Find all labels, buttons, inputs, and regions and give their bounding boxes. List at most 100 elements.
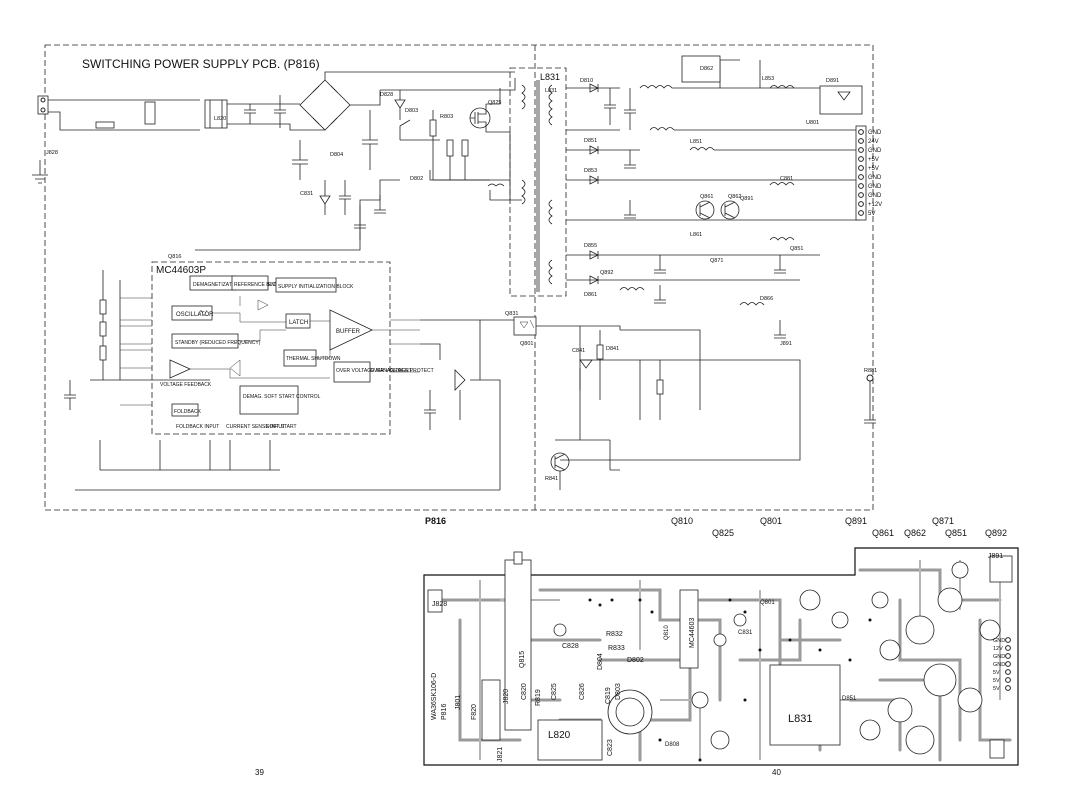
svg-text:DEMAG. SOFT START CONTROL: DEMAG. SOFT START CONTROL xyxy=(243,394,321,400)
svg-text:GND: GND xyxy=(868,148,882,154)
svg-text:C831: C831 xyxy=(300,191,313,197)
svg-text:Q851: Q851 xyxy=(790,246,803,252)
svg-text:C826: C826 xyxy=(579,683,586,700)
svg-text:L820: L820 xyxy=(214,116,226,122)
svg-text:D851: D851 xyxy=(842,696,857,702)
svg-text:Q861: Q861 xyxy=(700,194,713,200)
svg-text:D841: D841 xyxy=(606,346,619,352)
svg-text:CURRENT SENSE INPUT: CURRENT SENSE INPUT xyxy=(226,424,285,430)
svg-text:FOLDBACK INPUT: FOLDBACK INPUT xyxy=(176,424,219,430)
svg-text:L853: L853 xyxy=(762,76,774,82)
svg-text:SUPPLY INITIALIZATION BLOCK: SUPPLY INITIALIZATION BLOCK xyxy=(278,284,354,290)
block-foldback xyxy=(171,403,199,417)
svg-text:L831: L831 xyxy=(540,72,560,82)
block-reference xyxy=(231,275,269,291)
schematic-frame xyxy=(44,44,874,511)
svg-text:GND: GND xyxy=(868,175,882,181)
svg-text:D810: D810 xyxy=(580,78,593,84)
svg-text:D808: D808 xyxy=(665,742,680,748)
bridge-rectifier xyxy=(299,79,351,131)
svg-text:D862: D862 xyxy=(700,66,713,72)
label-q851: Q851 xyxy=(945,528,967,538)
output-connector: GND 24V GND +5V +5V GND GND GND +12V 5V xyxy=(855,125,882,221)
label-q891: Q891 xyxy=(845,516,867,526)
svg-text:5V: 5V xyxy=(993,678,1000,684)
svg-text:GND: GND xyxy=(868,193,882,199)
svg-text:U801: U801 xyxy=(806,120,819,126)
svg-text:Q892: Q892 xyxy=(600,270,613,276)
svg-text:D855: D855 xyxy=(584,243,597,249)
svg-text:J891: J891 xyxy=(988,553,1003,560)
svg-text:R819: R819 xyxy=(535,689,542,706)
svg-text:REFERENCE BLOCK: REFERENCE BLOCK xyxy=(234,282,284,288)
block-buffer xyxy=(329,309,373,351)
svg-text:VOLTAGE FEEDBACK: VOLTAGE FEEDBACK xyxy=(160,382,212,388)
svg-text:R881: R881 xyxy=(864,368,877,374)
svg-text:D891: D891 xyxy=(826,78,839,84)
svg-text:GND: GND xyxy=(868,184,882,190)
svg-text:LATCH: LATCH xyxy=(289,320,308,326)
pcb-transformer-l831 xyxy=(769,664,841,746)
label-q810: Q810 xyxy=(671,516,693,526)
svg-text:SOFT START: SOFT START xyxy=(266,424,297,430)
svg-text:D802: D802 xyxy=(627,657,644,664)
block-voltage-feedback xyxy=(169,359,191,379)
ac-input-connector xyxy=(37,95,49,115)
svg-text:D803: D803 xyxy=(405,108,418,114)
label-q862: Q862 xyxy=(904,528,926,538)
svg-text:C820: C820 xyxy=(521,683,528,700)
svg-text:12V: 12V xyxy=(993,646,1003,652)
board-label: P816 xyxy=(425,516,446,526)
svg-text:Q825: Q825 xyxy=(488,100,501,106)
svg-text:C823: C823 xyxy=(607,739,614,756)
svg-text:P816: P816 xyxy=(441,704,448,720)
svg-text:J801: J801 xyxy=(455,695,462,710)
svg-text:J820: J820 xyxy=(503,689,510,704)
schematic-title: SWITCHING POWER SUPPLY PCB. (P816) xyxy=(82,57,320,71)
svg-text:L851: L851 xyxy=(690,139,702,145)
svg-text:GND: GND xyxy=(993,654,1005,660)
svg-text:L820: L820 xyxy=(548,730,571,741)
svg-text:L831: L831 xyxy=(788,713,812,725)
svg-text:C828: C828 xyxy=(562,643,579,650)
svg-text:F820: F820 xyxy=(471,704,478,720)
svg-text:Q801: Q801 xyxy=(760,600,775,606)
svg-text:+5V: +5V xyxy=(868,157,879,163)
svg-text:GND: GND xyxy=(993,638,1005,644)
svg-text:L831: L831 xyxy=(545,88,557,94)
svg-text:J828: J828 xyxy=(432,601,447,608)
label-q861: Q861 xyxy=(872,528,894,538)
svg-text:C819: C819 xyxy=(605,687,612,704)
label-q801: Q801 xyxy=(760,516,782,526)
svg-text:L861: L861 xyxy=(690,232,702,238)
svg-text:D803: D803 xyxy=(615,683,622,700)
transformer-t831 xyxy=(509,67,567,297)
svg-text:C831: C831 xyxy=(738,630,753,636)
ic-name: MC44603P xyxy=(156,265,206,276)
svg-text:THERMAL SHUTDOWN: THERMAL SHUTDOWN xyxy=(286,356,341,362)
svg-text:D861: D861 xyxy=(584,292,597,298)
svg-text:Q815: Q815 xyxy=(519,651,526,668)
pcb-ic-mc44603 xyxy=(679,589,699,669)
label-q825: Q825 xyxy=(712,528,734,538)
svg-text:OSCILLATOR: OSCILLATOR xyxy=(176,312,214,318)
svg-text:24V: 24V xyxy=(868,139,879,145)
svg-text:+12V: +12V xyxy=(868,202,882,208)
svg-text:BUFFER: BUFFER xyxy=(336,329,361,335)
regulator-ic xyxy=(819,85,863,115)
svg-text:D851: D851 xyxy=(584,138,597,144)
optocoupler-d841 xyxy=(513,316,537,336)
svg-text:J821: J821 xyxy=(497,747,504,762)
svg-text:D853: D853 xyxy=(584,168,597,174)
pcb-layout: GND 12V GND GND 5V 5V 5V J828 L820 L831 … xyxy=(423,547,1019,766)
svg-text:FOLDBACK: FOLDBACK xyxy=(174,409,202,415)
block-soft-start xyxy=(239,385,299,415)
svg-text:R841: R841 xyxy=(545,476,558,482)
svg-text:D802: D802 xyxy=(410,176,423,182)
svg-text:Q862: Q862 xyxy=(728,194,741,200)
label-q892: Q892 xyxy=(985,528,1007,538)
schematic: SWITCHING POWER SUPPLY PCB. (P816) xyxy=(32,44,882,511)
svg-text:D866: D866 xyxy=(760,296,773,302)
page-number-left: 39 xyxy=(255,768,264,777)
page-number-right: 40 xyxy=(772,768,781,777)
